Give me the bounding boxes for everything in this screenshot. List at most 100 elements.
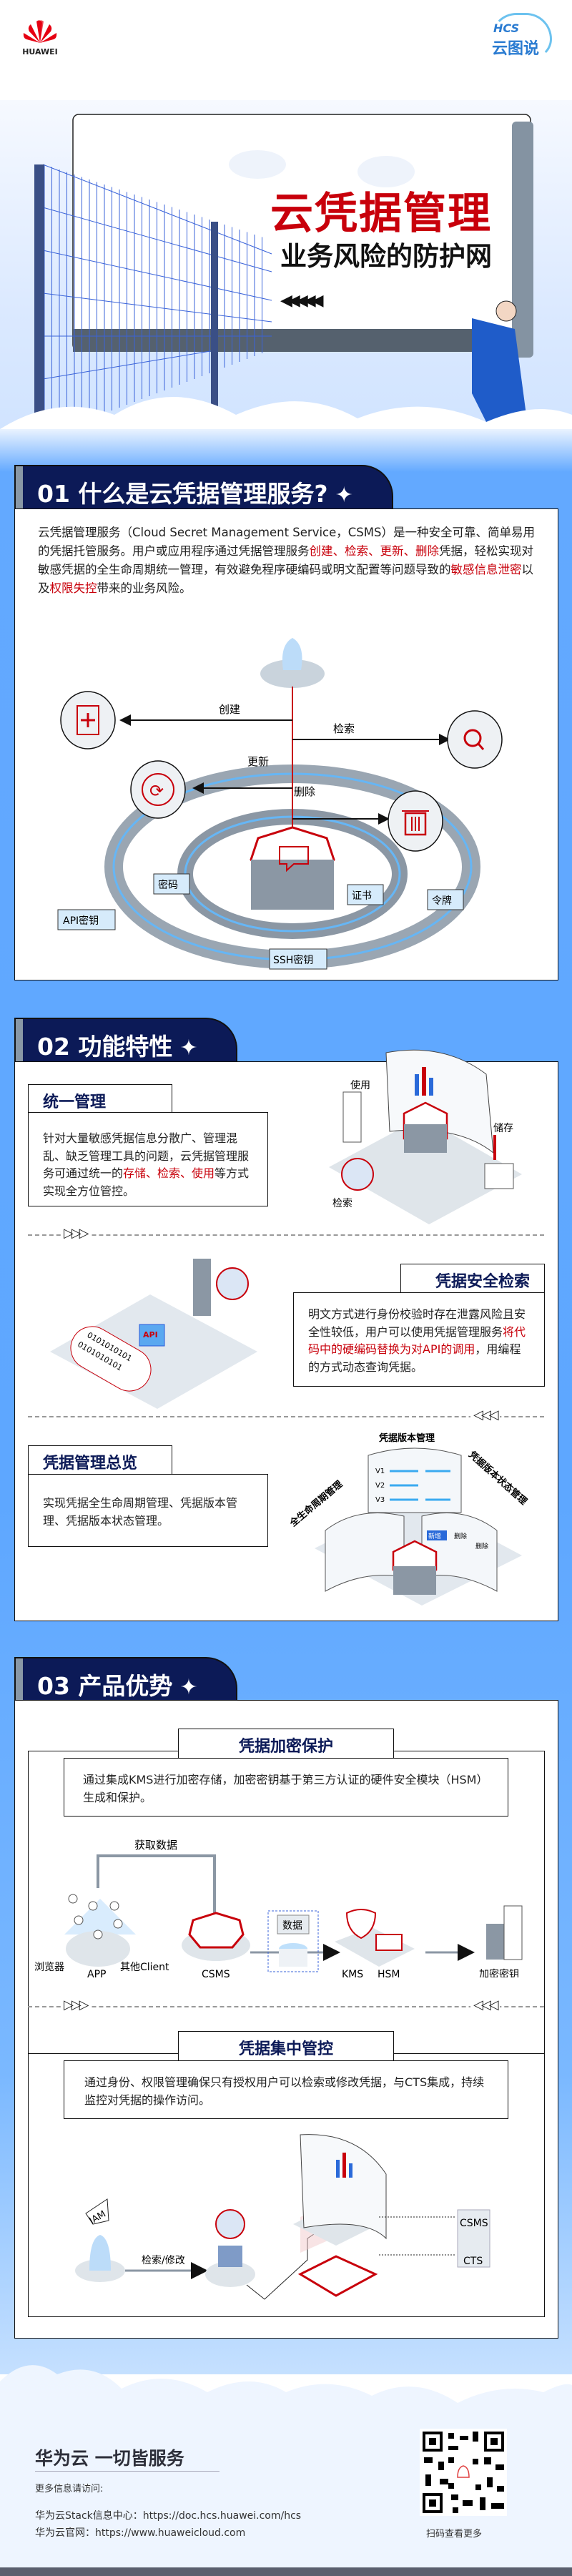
version-v2: V2 — [375, 1482, 385, 1490]
feature-text-unified: 针对大量敏感凭据信息分散广、管理混乱、缺乏管理工具的问题，云凭据管理服务可通过统… — [28, 1112, 268, 1206]
fence-post — [211, 222, 218, 436]
overview-illustration: 凭据版本管理 全生命周期管理 凭据版本状态管理 V1 V2 V3 新增 删除 删… — [287, 1432, 529, 1606]
advantage-text-control: 通过身份、权限管理确保只有授权用户可以检索或修改凭据，与CTS集成，持续监控对凭… — [64, 2060, 508, 2119]
unified-management-illustration: 使用 储存 检索 — [329, 1049, 522, 1224]
highlight: 将代码中的硬编码替换为对API的调用 — [308, 1324, 526, 1357]
divider-arrows-left-icon: ◁◁◁ — [470, 1997, 500, 2012]
advantage-title-encryption: 凭据加密保护 — [178, 1729, 394, 1759]
text-run: 以及 — [38, 563, 533, 595]
footer-link-huaweicloud[interactable]: 华为云官网：https://www.huaweicloud.com — [35, 2525, 245, 2540]
feature-text-overview: 实现凭据全生命周期管理、凭据版本管理、凭据版本状态管理。 — [28, 1474, 268, 1547]
hcs-cloud-logo — [490, 13, 552, 59]
cts-module-icon — [297, 2255, 378, 2297]
secret-password: 密码 — [158, 879, 178, 891]
secret-token: 令牌 — [432, 895, 452, 907]
section1-title: 01 什么是云凭据管理服务? — [37, 480, 328, 508]
section2-title-tab: 02 功能特性✦ — [14, 1018, 237, 1061]
user-icon — [282, 638, 302, 670]
divider-arrows-right-icon: ▷▷▷ — [61, 1997, 90, 2012]
label-store: 储存 — [493, 1123, 513, 1134]
highlight: 存储、检索、使用 — [123, 1166, 215, 1180]
section3-title-tab: 03 产品优势✦ — [14, 1657, 237, 1701]
link-url[interactable]: https://www.huaweicloud.com — [95, 2527, 246, 2539]
hero-title: 云凭据管理 — [270, 189, 492, 239]
series-logo-text: 云图说 — [492, 40, 540, 58]
state-delete: 删除 — [475, 1542, 488, 1550]
section1-paragraph: 云凭据管理服务（Cloud Secret Management Service，… — [38, 523, 538, 598]
label-hsm: HSM — [378, 1969, 400, 1977]
server-icon — [193, 1259, 211, 1316]
qr-code-icon[interactable] — [420, 2429, 507, 2516]
section3-title: 03 产品优势 — [37, 1672, 173, 1700]
feature-text-retrieval: 明文方式进行身份校验时存在泄露风险且安全性较低，用户可以使用凭据管理服务将代码中… — [293, 1292, 545, 1387]
sparkle-icon: ✦ — [179, 1036, 198, 1061]
text-run: 明文方式进行身份校验时存在泄露风险且安全性较低，用户可以使用凭据管理服务 — [308, 1307, 526, 1339]
text-run: 等方式实现全方位管控。 — [43, 1166, 250, 1198]
csms-core-icon — [188, 1912, 245, 1949]
sparkle-icon: ✦ — [335, 483, 353, 508]
control-flow-diagram: IAM 检索/修改 CSMS CTS — [75, 2134, 490, 2300]
screen-handle — [512, 122, 533, 358]
text-run: 实现凭据全生命周期管理、凭据版本管理、凭据版本状态管理。 — [43, 1496, 238, 1528]
huawei-logo-text: HUAWEI — [22, 47, 58, 56]
state-delete: 删除 — [454, 1532, 467, 1540]
document-scroll-icon — [342, 1091, 362, 1143]
create-icon — [60, 691, 116, 749]
clients-platform-icon — [66, 1931, 130, 1967]
svg-text:⟳: ⟳ — [149, 781, 164, 801]
hero-subtitle: 业务风险的防护网 — [280, 241, 492, 272]
sparkle-icon: ✦ — [179, 1675, 198, 1700]
pointing-person-icon — [472, 318, 529, 436]
fence-post — [34, 164, 44, 451]
footer-clouds — [0, 2365, 572, 2567]
hero-arrows-icon: ◀◀◀◀◀ — [280, 292, 324, 310]
footer-link-hcs[interactable]: 华为云Stack信息中心：https://doc.hcs.huawei.com/… — [35, 2508, 301, 2522]
label-fetch-data: 获取数据 — [134, 1839, 177, 1852]
binary-code-icon — [70, 1326, 152, 1392]
section1-title-tab: 01 什么是云凭据管理服务? ✦ — [14, 465, 393, 508]
feature-title-overview: 凭据管理总览 — [28, 1445, 172, 1475]
feature-title-retrieval: 凭据安全检索 — [400, 1264, 545, 1293]
secret-api-key: API密钥 — [63, 915, 99, 927]
feature-title-unified: 统一管理 — [28, 1084, 172, 1113]
api-retrieval-illustration: API 0101010101 0101010101 — [50, 1259, 257, 1409]
user-pedestal — [260, 659, 325, 688]
label-csms: CSMS — [460, 2218, 488, 2229]
version-panel — [368, 1447, 462, 1513]
link-url[interactable]: https://doc.hcs.huawei.com/hcs — [142, 2510, 302, 2522]
text-run: 凭据，轻松实现对敏感凭据的全生命周期统一管理，有效避免程序硬编码或明文配置等问题… — [38, 544, 533, 576]
action-create-label: 创建 — [219, 703, 240, 716]
secret-ssh-key: SSH密钥 — [273, 954, 313, 966]
link-label: 华为云Stack信息中心： — [35, 2510, 143, 2522]
label-other-client: 其他Client — [120, 1962, 169, 1973]
text-run: 带来的业务风险。 — [97, 581, 192, 595]
storage-stack-icon — [484, 1163, 514, 1189]
footer-underline — [35, 2471, 220, 2472]
api-cube-icon — [139, 1324, 165, 1347]
label-lifecycle: 全生命周期管理 — [287, 1478, 345, 1529]
secret-type-labels: API密钥 密码 SSH密钥 证书 令牌 — [57, 873, 464, 970]
dashboard-panel-icon — [300, 2134, 387, 2240]
qr-caption: 扫码查看更多 — [426, 2529, 483, 2540]
magnifier-icon — [341, 1158, 374, 1191]
highlight-leak: 敏感信息泄密 — [450, 563, 522, 576]
label-retrieve: 检索 — [332, 1197, 352, 1209]
retrieve-icon — [447, 710, 503, 769]
retrieval-cube-icon — [218, 2246, 242, 2267]
update-icon: ⟳ — [130, 760, 186, 819]
divider-arrows-left-icon: ◁◁◁ — [470, 1407, 500, 1422]
hsm-module-icon — [375, 1934, 403, 1951]
action-delete-label: 删除 — [294, 785, 315, 798]
dashed-divider — [28, 1234, 544, 1236]
huawei-petals-icon — [23, 20, 57, 43]
label-data: 数据 — [282, 1920, 302, 1932]
secret-certificate: 证书 — [352, 890, 372, 902]
api-label: API — [143, 1330, 158, 1339]
highlight-actions: 创建、检索、更新、删除 — [309, 544, 440, 558]
magnifier-icon — [216, 1267, 249, 1300]
footer-more-info: 更多信息请访问: — [35, 2484, 104, 2494]
label-app: APP — [87, 1969, 106, 1977]
label-browser: 浏览器 — [34, 1962, 64, 1973]
dashed-divider — [28, 2006, 544, 2007]
huawei-logo: HUAWEI — [20, 19, 60, 56]
